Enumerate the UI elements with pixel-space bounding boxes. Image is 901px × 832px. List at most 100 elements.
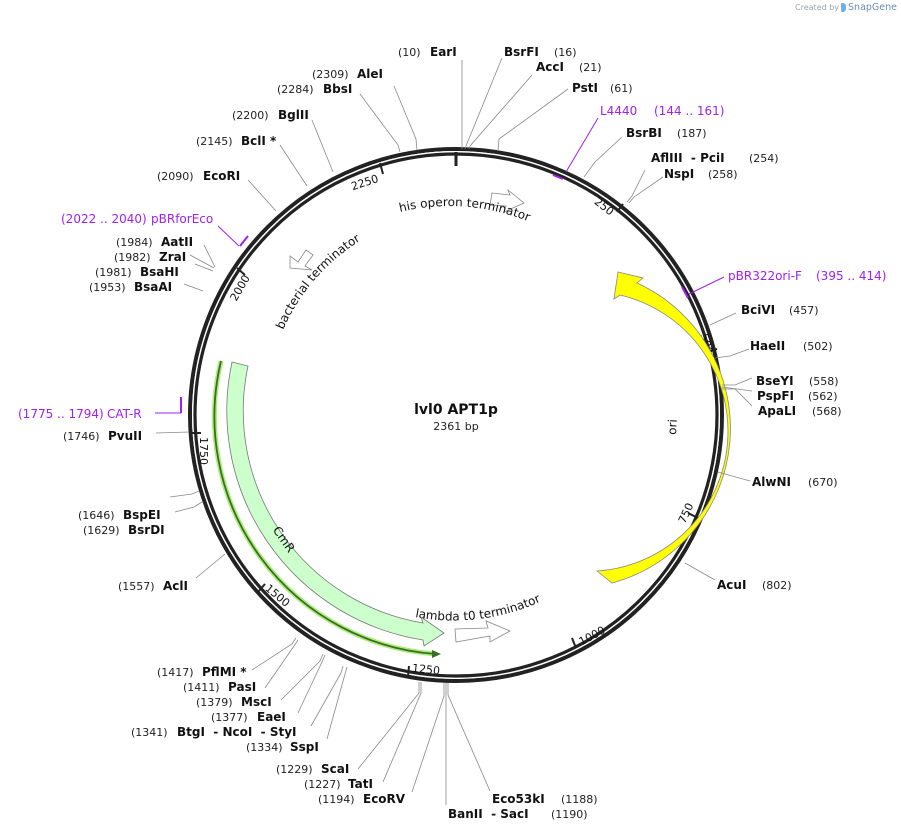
svg-text:(16): (16)	[554, 46, 577, 59]
svg-text:SspI: SspI	[290, 740, 319, 754]
enzyme-haeii[interactable]: HaeII(502)	[750, 339, 833, 353]
svg-text:(1334): (1334)	[246, 741, 283, 754]
enzyme-bsrbi[interactable]: BsrBI(187)	[626, 126, 707, 140]
enzyme-bsaai[interactable]: (1953)BsaAI	[89, 280, 172, 294]
enzyme-pvuii[interactable]: (1746) PvuII	[63, 429, 142, 443]
svg-text:(1194): (1194)	[318, 793, 355, 806]
svg-text:(1227): (1227)	[304, 778, 341, 791]
svg-text:AcuI: AcuI	[717, 578, 746, 592]
svg-text:(2309): (2309)	[312, 68, 349, 81]
svg-text:BseYI: BseYI	[756, 374, 794, 388]
svg-text:PstI: PstI	[572, 81, 598, 95]
enzyme-nspi[interactable]: NspI (258)	[664, 167, 738, 181]
svg-text:(1411): (1411)	[183, 681, 220, 694]
enzyme-btgi-ncoi-styi[interactable]: (1341)BtgI - NcoI - StyI	[131, 725, 297, 739]
svg-text:EcoRI: EcoRI	[203, 169, 240, 183]
svg-text:pBR322ori-F: pBR322ori-F	[728, 269, 802, 283]
svg-text:(568): (568)	[812, 405, 842, 418]
svg-text:(802): (802)	[762, 579, 792, 592]
svg-text:pBRforEco: pBRforEco	[151, 212, 213, 226]
primer-l4440[interactable]: L4440 (144 .. 161)	[552, 104, 724, 180]
enzyme-banii-saci[interactable]: BanII - SacI(1190)	[448, 807, 588, 821]
enzyme-acci[interactable]: AccI(21)	[536, 60, 602, 74]
svg-text:BanII - SacI: BanII - SacI	[448, 807, 529, 821]
enzyme-bsrfi[interactable]: BsrFI(16)	[504, 45, 577, 59]
svg-text:(1557): (1557)	[118, 580, 155, 593]
enzyme-ecorv[interactable]: (1194)EcoRV	[318, 792, 406, 806]
svg-text:(1417): (1417)	[157, 666, 194, 679]
enzyme-bcli[interactable]: (2145)BclI *	[196, 134, 277, 148]
enzyme-bcivi[interactable]: BciVI (457)	[741, 303, 819, 317]
svg-text:TatI: TatI	[348, 777, 373, 791]
svg-text:(258): (258)	[708, 168, 738, 181]
svg-text:L4440: L4440	[600, 104, 637, 118]
svg-text:(1377): (1377)	[211, 711, 248, 724]
svg-text:ApaLI: ApaLI	[758, 404, 796, 418]
enzyme-pasi[interactable]: (1411) PasI	[183, 680, 256, 694]
enzyme-leaders	[155, 57, 753, 805]
enzyme-psti[interactable]: PstI(61)	[572, 81, 633, 95]
svg-text:BspEI: BspEI	[123, 508, 161, 522]
snapgene-credit: Created by SnapGene	[795, 2, 897, 13]
svg-text:1750: 1750	[197, 437, 210, 465]
primer-cat-r[interactable]: (1775 .. 1794) CAT-R	[18, 397, 182, 421]
enzyme-apali[interactable]: ApaLI (568)	[758, 404, 842, 418]
enzyme-afliii-pcii[interactable]: AflIII - PciI(254)	[651, 151, 779, 165]
svg-text:(10): (10)	[398, 46, 421, 59]
enzyme-acli[interactable]: (1557) AclI	[118, 579, 188, 593]
enzyme-ecori[interactable]: (2090) EcoRI	[157, 169, 240, 183]
feature-bacterial-terminator[interactable]: bacterial terminator	[273, 231, 362, 331]
enzyme-tati[interactable]: (1227) TatI	[304, 777, 373, 791]
arrow-right-icon	[454, 620, 511, 643]
svg-text:BciVI: BciVI	[741, 303, 775, 317]
enzyme-bbsi[interactable]: (2284) BbsI	[277, 82, 352, 96]
enzyme-acui[interactable]: AcuI (802)	[717, 578, 792, 592]
enzyme-bseyi[interactable]: BseYI(558)	[756, 374, 839, 388]
primer-pbr322ori-f[interactable]: pBR322ori-F (395 .. 414)	[681, 269, 886, 299]
credit-brand: SnapGene	[848, 2, 897, 13]
enzyme-pspfi[interactable]: PspFI(562)	[757, 389, 838, 403]
svg-text:(457): (457)	[789, 304, 819, 317]
feature-ori[interactable]: ori	[595, 271, 731, 584]
enzyme-alei[interactable]: (2309)AleI	[312, 67, 383, 81]
primer-pbrforeco[interactable]: (2022 .. 2040) pBRforEco	[61, 212, 249, 247]
svg-text:AatII: AatII	[161, 235, 193, 249]
svg-text:(2090): (2090)	[157, 170, 194, 183]
enzyme-pflmi[interactable]: (1417) PflMI *	[157, 665, 247, 679]
svg-text:(1746): (1746)	[63, 430, 100, 443]
svg-text:PflMI *: PflMI *	[202, 665, 247, 679]
enzyme-eco53ki[interactable]: Eco53kI(1188)	[492, 792, 598, 806]
svg-text:AclI: AclI	[163, 579, 188, 593]
enzyme-scai[interactable]: (1229)ScaI	[276, 762, 349, 776]
enzyme-bsrdi[interactable]: (1629)BsrDI	[83, 523, 165, 537]
svg-text:BsaHI: BsaHI	[140, 265, 179, 279]
svg-text:bacterial terminator: bacterial terminator	[273, 231, 362, 331]
enzyme-alwni[interactable]: AlwNI(670)	[752, 475, 838, 489]
enzyme-bspei[interactable]: (1646) BspEI	[78, 508, 161, 522]
enzyme-bsahi[interactable]: (1981)BsaHI	[95, 265, 179, 279]
arrow-down-left-icon	[289, 249, 314, 271]
svg-text:(1646): (1646)	[78, 509, 115, 522]
svg-text:1250: 1250	[411, 662, 440, 678]
enzyme-zrai[interactable]: (1982)ZraI	[114, 250, 186, 264]
svg-text:PvuII: PvuII	[108, 429, 142, 443]
svg-text:(395 .. 414): (395 .. 414)	[816, 269, 886, 283]
svg-text:(1188): (1188)	[561, 793, 598, 806]
svg-text:(1379): (1379)	[196, 696, 233, 709]
feature-his-operon-terminator[interactable]: his operon terminator	[398, 188, 533, 224]
svg-text:NspI: NspI	[664, 167, 694, 181]
svg-text:PasI: PasI	[228, 680, 256, 694]
svg-text:BsaAI: BsaAI	[134, 280, 172, 294]
svg-text:BbsI: BbsI	[323, 82, 352, 96]
enzyme-bglii[interactable]: (2200)BglII	[232, 108, 309, 122]
enzyme-eaei[interactable]: (1377) EaeI	[211, 710, 286, 724]
svg-text:EaeI: EaeI	[257, 710, 286, 724]
enzyme-sspi[interactable]: (1334) SspI	[246, 740, 319, 754]
enzyme-msci[interactable]: (1379)MscI	[196, 695, 272, 709]
feature-cmr[interactable]: CmR	[211, 360, 445, 658]
svg-text:BsrBI: BsrBI	[626, 126, 662, 140]
enzyme-earI[interactable]: (10)EarI	[398, 45, 457, 59]
svg-text:(2284): (2284)	[277, 83, 314, 96]
enzyme-aatii[interactable]: (1984)AatII	[116, 235, 193, 249]
